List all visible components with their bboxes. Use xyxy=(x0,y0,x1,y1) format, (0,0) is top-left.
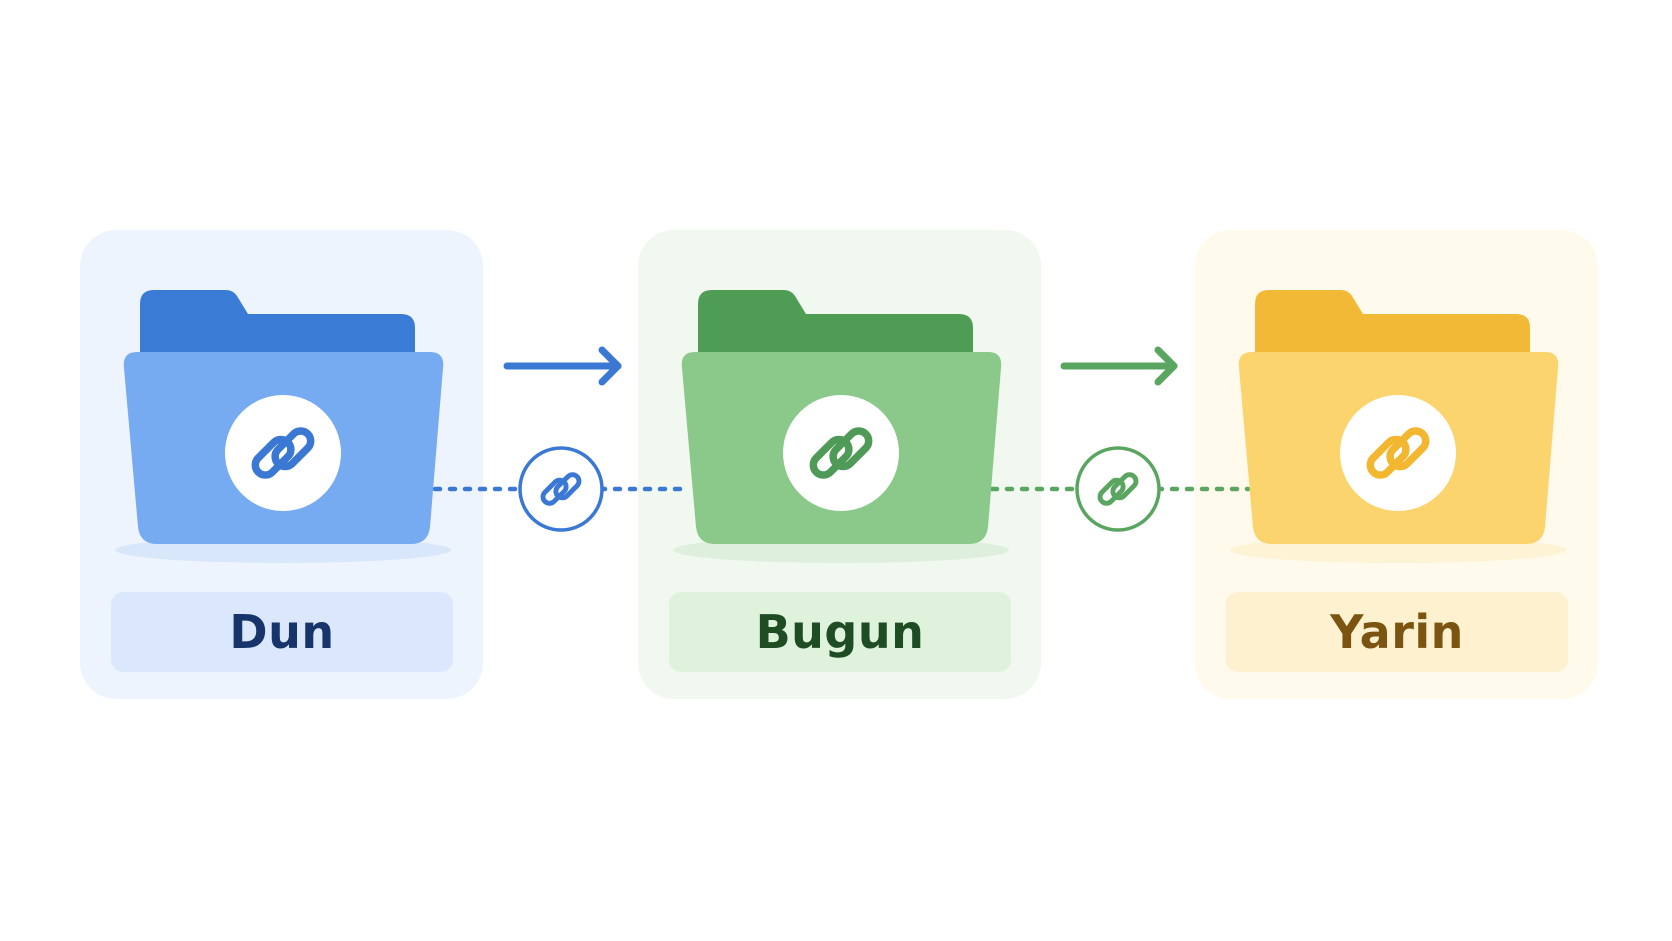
connector-link-badge xyxy=(518,446,604,532)
folder-icon xyxy=(115,290,451,563)
stage-label: Dun xyxy=(111,592,453,672)
stage-label: Bugun xyxy=(669,592,1011,672)
folder-icon xyxy=(673,290,1009,563)
folder-icon xyxy=(1230,290,1566,563)
stage-label: Yarin xyxy=(1226,592,1568,672)
connector-link-badge xyxy=(1075,446,1161,532)
arrow-right-icon xyxy=(503,346,622,386)
arrow-right-icon xyxy=(1060,346,1178,386)
